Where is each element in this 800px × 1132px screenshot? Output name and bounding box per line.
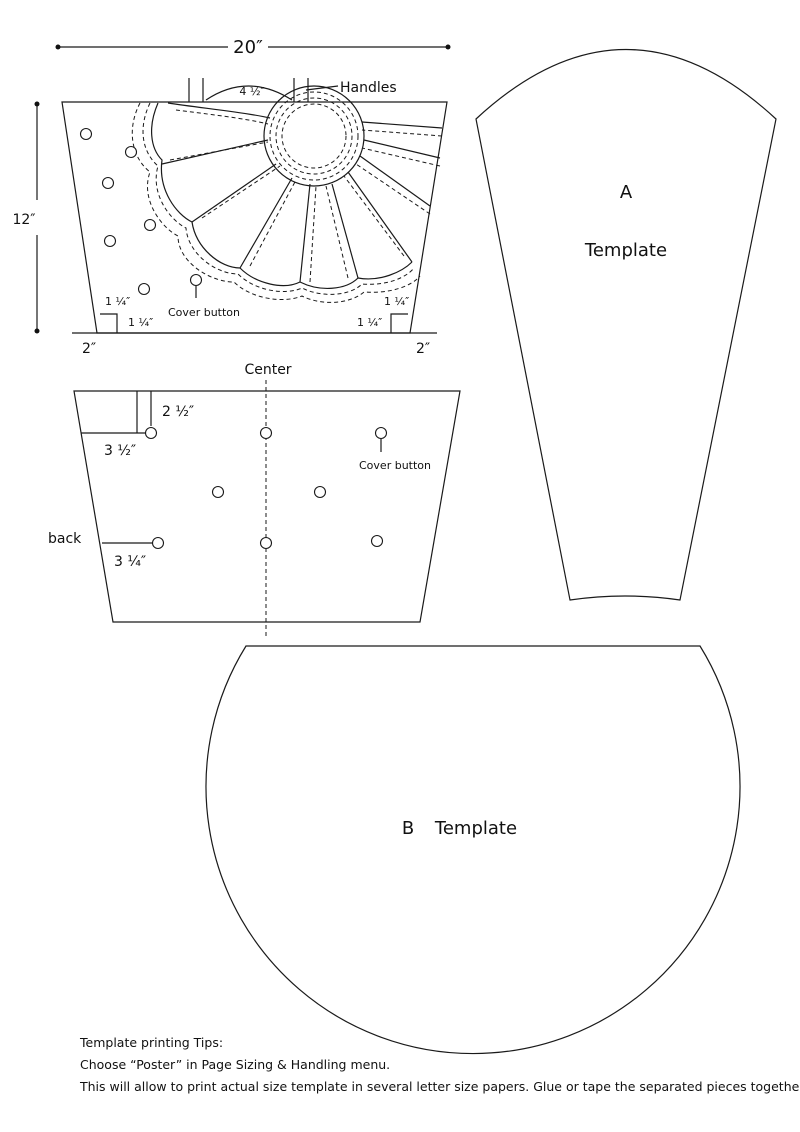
center-label: Center	[244, 362, 291, 378]
template-a: A Template	[475, 48, 777, 601]
width-dimension-end-right	[445, 44, 451, 50]
back-panel-outline	[73, 390, 461, 623]
corner-label-left-horizontal: 1 ¼″	[128, 316, 153, 329]
corner-notch-left	[100, 313, 118, 333]
width-label: 20″	[233, 37, 263, 58]
button-hole	[137, 282, 151, 296]
button-hole	[259, 536, 273, 550]
template-a-label: Template	[584, 240, 667, 261]
height-label: 12″	[12, 212, 35, 228]
back-label: back	[48, 531, 82, 547]
cover-button-label: Cover button	[168, 306, 240, 319]
handles-label: Handles	[340, 80, 397, 96]
flower-applique	[131, 85, 443, 303]
base-offset-label-left: 2″	[82, 341, 96, 357]
template-b-label: Template	[434, 818, 517, 839]
button-hole	[124, 145, 138, 159]
front-panel: 20″ 12″ 1 ¼″ 1 ¼″ 1 ¼″ 1 ¼″ 2″ 2″ 4 ½″ H…	[12, 37, 451, 357]
button-hole	[103, 234, 117, 248]
corner-label-right-horizontal: 1 ¼″	[357, 316, 382, 329]
button-hole	[143, 218, 157, 232]
lower-offset-label: 3 ¼″	[114, 554, 146, 570]
button-hole	[151, 536, 165, 550]
corner-label-right-vertical: 1 ¼″	[384, 295, 409, 308]
template-a-outline	[475, 48, 777, 601]
template-a-letter: A	[620, 182, 633, 203]
height-dimension-end-bottom	[34, 328, 40, 334]
button-hole	[144, 426, 158, 440]
handle-gap-arc	[205, 85, 293, 101]
button-hole	[79, 127, 93, 141]
button-hole	[211, 485, 225, 499]
back-panel: Center back 2 ½″ 3 ½″ 3 ¼″ Cover button	[48, 362, 461, 638]
tips-line-1: Choose “Poster” in Page Sizing & Handlin…	[80, 1057, 391, 1072]
width-dimension-end-left	[55, 44, 61, 50]
base-offset-label-right: 2″	[416, 341, 430, 357]
button-hole	[370, 534, 384, 548]
cover-button-label: Cover button	[359, 459, 431, 472]
template-b-letter: B	[402, 818, 414, 839]
front-buttons	[79, 127, 203, 298]
handles-leader	[305, 85, 339, 91]
cover-button-hole	[189, 273, 203, 287]
left-offset-label: 3 ½″	[104, 443, 136, 459]
printing-tips: Template printing Tips: Choose “Poster” …	[80, 1032, 800, 1098]
corner-label-left-vertical: 1 ¼″	[105, 295, 130, 308]
tips-title: Template printing Tips:	[80, 1035, 224, 1050]
top-offset-label: 2 ½″	[162, 404, 194, 420]
back-buttons	[144, 426, 388, 550]
template-b-outline	[205, 645, 741, 1055]
button-hole	[259, 426, 273, 440]
handle-gap-label: 4 ½″	[239, 85, 264, 98]
corner-notch-right	[390, 313, 408, 333]
tips-line-2: This will allow to print actual size tem…	[80, 1079, 800, 1094]
template-b: B Template	[205, 645, 741, 1055]
button-hole	[313, 485, 327, 499]
button-hole	[101, 176, 115, 190]
height-dimension-end-top	[34, 101, 40, 107]
cover-button-hole	[374, 426, 388, 440]
